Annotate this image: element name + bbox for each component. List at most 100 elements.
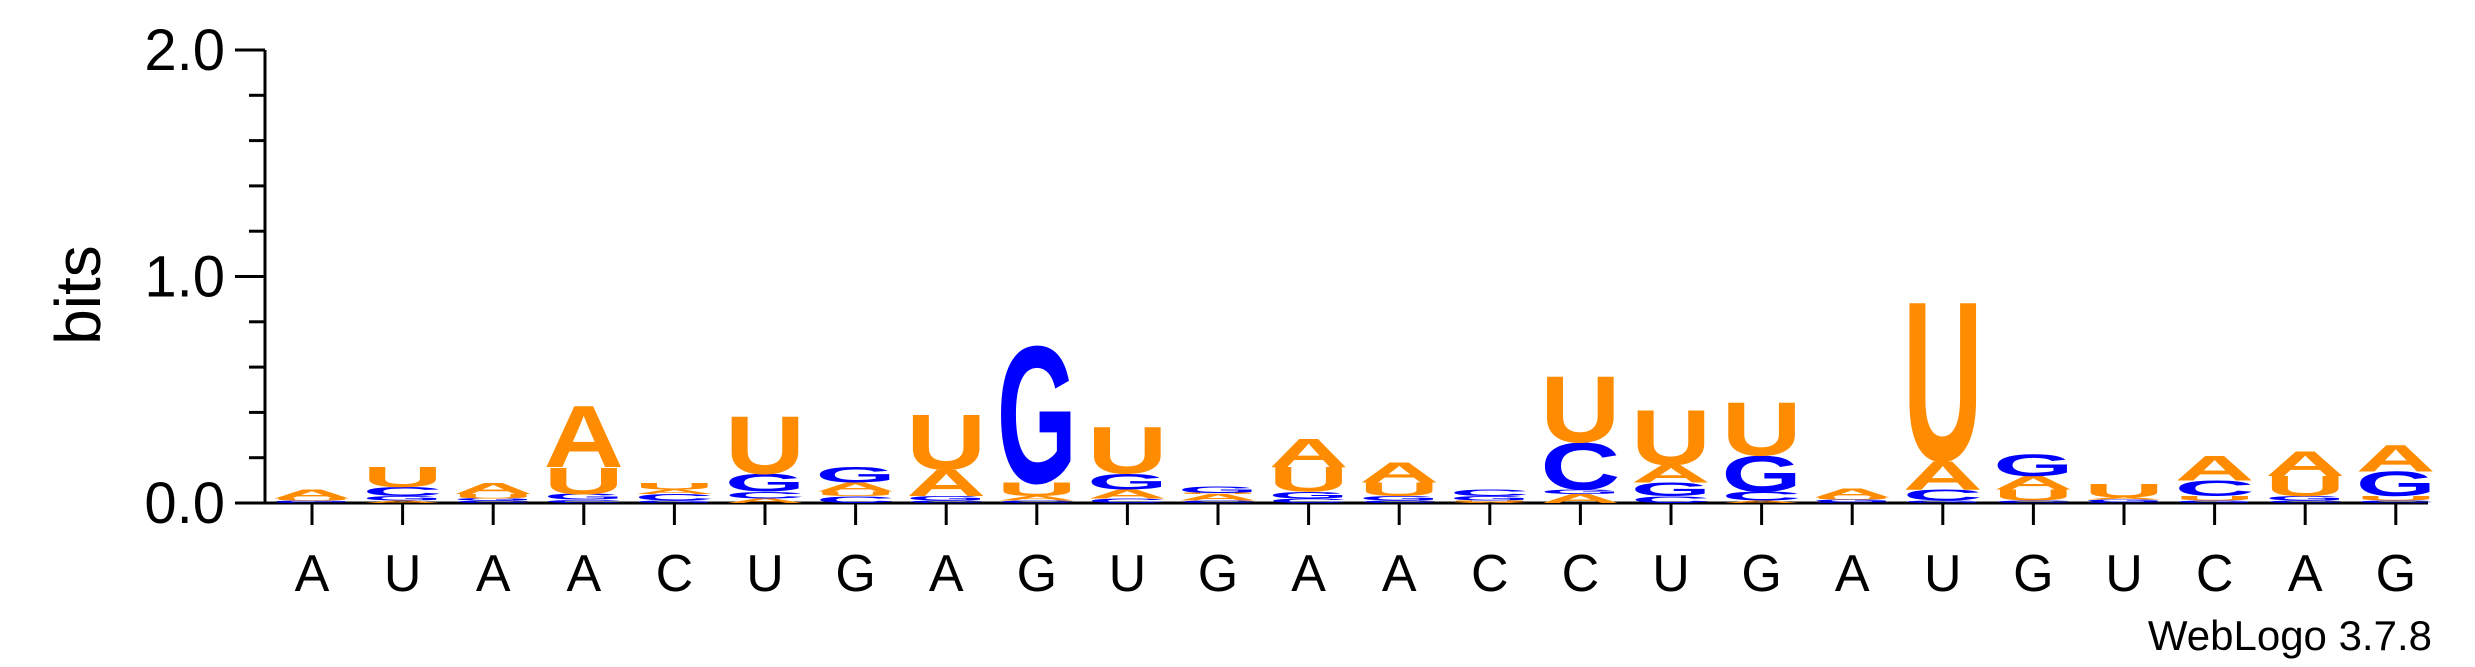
logo-letter-g: G <box>2084 499 2164 503</box>
position-label: G <box>835 545 875 603</box>
logo-letter-u: U <box>906 398 986 487</box>
logo-letter-a: A <box>725 497 805 504</box>
logo-letter-c: C <box>2084 502 2164 504</box>
logo-letter-g: G <box>1993 447 2073 482</box>
logo-letter-c: C <box>453 500 533 504</box>
logo-letter-g: G <box>1178 484 1258 495</box>
logo-letter-g: G <box>2175 500 2255 504</box>
logo-letter-g: G <box>906 495 986 502</box>
y-axis: 0.01.02.0 bits <box>42 18 267 536</box>
logo-letter-c: C <box>1812 502 1892 504</box>
logo-letter-u: U <box>1087 413 1167 487</box>
logo-letter-a: A <box>2175 449 2255 488</box>
logo-letter-g: G <box>1631 479 1711 500</box>
logo-letter-u: U <box>1722 387 1802 472</box>
logo-letter-c: C <box>1359 500 1439 504</box>
logo-letter-u: U <box>544 460 624 502</box>
logo-letter-u: U <box>997 479 1077 500</box>
logo-letter-c: C <box>1722 489 1802 503</box>
position-label: U <box>1924 545 1962 603</box>
position-label: A <box>2288 545 2323 603</box>
logo-letter-g: G <box>997 305 1077 524</box>
position-label: G <box>2376 545 2416 603</box>
position-label: A <box>929 545 964 603</box>
position-label: U <box>1109 545 1147 603</box>
logo-letter-g: G <box>1812 499 1892 503</box>
logo-letter-a: A <box>1993 473 2073 494</box>
position-label: A <box>1291 545 1326 603</box>
logo-letter-a: A <box>1903 453 1983 499</box>
logo-letter-g: G <box>1722 446 1802 503</box>
logo-letter-c: C <box>725 490 805 501</box>
logo-letter-g: G <box>1269 490 1349 501</box>
logo-letter-a: A <box>1450 502 1530 504</box>
logo-letter-g: G <box>1903 500 1983 504</box>
logo-letter-c: C <box>363 485 443 499</box>
y-tick-label: 0.0 <box>144 471 225 536</box>
logo-letter-g: G <box>1450 495 1530 502</box>
logo-letter-g: G <box>2265 495 2345 502</box>
weblogo-credit: WebLogo 3.7.8 <box>2148 612 2432 659</box>
position-label: A <box>1835 545 1870 603</box>
logo-letter-a: A <box>1269 430 1349 476</box>
position-label: A <box>476 545 511 603</box>
logo-letter-u: U <box>2175 495 2255 502</box>
position-label: C <box>2196 545 2234 603</box>
logo-letter-u: U <box>2265 470 2345 502</box>
logo-letter-u: U <box>1993 487 2073 505</box>
logo-letter-a: A <box>1812 486 1892 500</box>
position-label: G <box>1017 545 1057 603</box>
logo-letter-a: A <box>906 463 986 505</box>
logo-letter-c: C <box>1269 497 1349 504</box>
logo-letter-c: C <box>906 500 986 504</box>
logo-letter-c: C <box>1993 500 2073 504</box>
logo-letter-u: U <box>2356 495 2436 502</box>
logo-letter-c: C <box>1178 500 1258 504</box>
position-label: C <box>1471 545 1509 603</box>
logo-letter-u: U <box>725 400 805 492</box>
logo-letter-c: C <box>1450 488 1530 499</box>
logo-letter-c: C <box>1903 487 1983 505</box>
logo-letter-u: U <box>1812 497 1892 501</box>
logo-letter-u: U <box>1903 255 1983 509</box>
position-label: C <box>1562 545 1600 603</box>
logo-letter-a: A <box>1722 500 1802 504</box>
logo-letter-c: C <box>1087 497 1167 504</box>
logo-letter-g: G <box>2356 465 2436 504</box>
logo-letter-u: U <box>634 481 714 492</box>
logo-letter-g: G <box>363 495 443 502</box>
logo-letter-g: G <box>544 493 624 502</box>
logo-letter-a: A <box>997 495 1077 502</box>
position-label: A <box>295 545 330 603</box>
logo-letter-c: C <box>1631 495 1711 506</box>
logo-letter-u: U <box>1540 356 1620 462</box>
logo-letter-u: U <box>272 498 352 502</box>
y-ticks: 0.01.02.0 <box>144 18 265 536</box>
logo-letter-c: C <box>1540 429 1620 503</box>
logo-letter-a: A <box>1359 457 1439 489</box>
logo-letter-a: A <box>1087 487 1167 501</box>
logo-letter-g: G <box>1359 495 1439 502</box>
logo-letter-a: A <box>2356 438 2436 480</box>
logo-letter-a: A <box>2084 497 2164 501</box>
logo-letter-g: G <box>634 500 714 504</box>
logo-letter-a: A <box>634 488 714 495</box>
y-axis-label: bits <box>42 245 114 345</box>
position-label: A <box>1382 545 1417 603</box>
y-tick-label: 1.0 <box>144 245 225 310</box>
logo-letter-c: C <box>272 502 352 504</box>
logo-letter-u: U <box>1269 460 1349 499</box>
logo-letter-g: G <box>1087 470 1167 495</box>
position-label: U <box>2105 545 2143 603</box>
logo-letter-a: A <box>1631 460 1711 488</box>
position-label: U <box>1652 545 1690 603</box>
logo-letter-c: C <box>544 499 624 504</box>
logo-letter-u: U <box>2084 480 2164 501</box>
position-label: U <box>746 545 784 603</box>
logo-letter-a: A <box>453 480 533 498</box>
logo-letter-c: C <box>2356 500 2436 504</box>
